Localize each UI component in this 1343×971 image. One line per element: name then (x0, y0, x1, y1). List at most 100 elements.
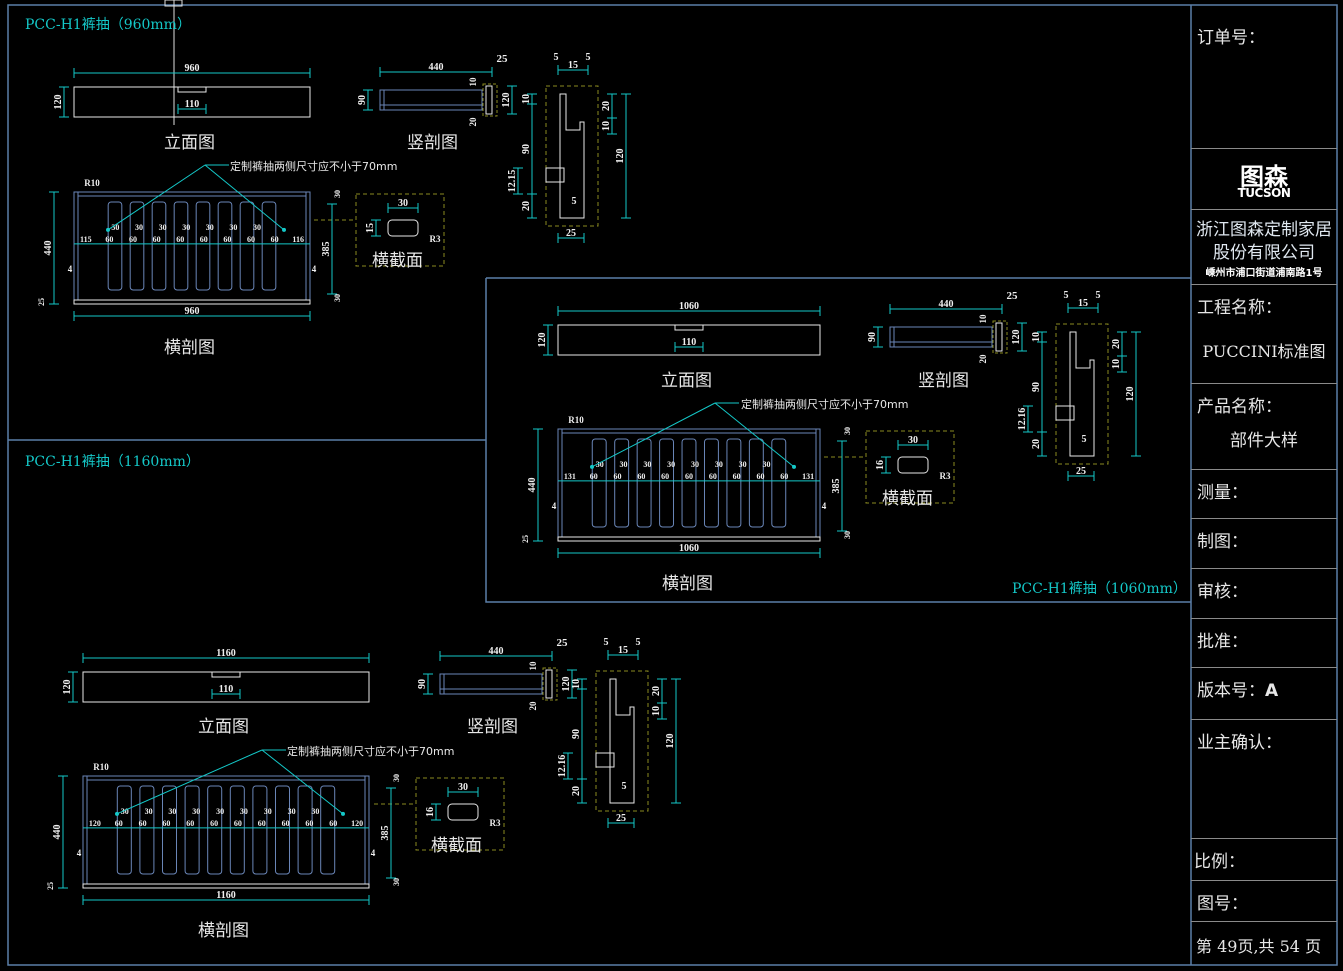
vertical-dimension: 385 (831, 440, 847, 532)
dimension-text: 4 (371, 848, 376, 858)
dimension-text: 10 (468, 77, 478, 87)
dimension-text: 30 (311, 807, 319, 816)
dimension-text: 60 (756, 472, 764, 481)
dimension-text: 90 (417, 679, 428, 689)
divider-slot (261, 201, 277, 291)
drawer-base (73, 299, 311, 305)
horizontal-dimension: 30 (447, 782, 479, 797)
dimension-text: 30 (691, 460, 699, 469)
page-info-cell: 第 49页,共 54 页 (1191, 921, 1337, 965)
dimension-text: 16 (875, 460, 886, 470)
dimension-text: 5 (554, 52, 559, 63)
horizontal-dimension: 110 (211, 684, 241, 699)
horizontal-dimension: 15 (557, 60, 589, 75)
dimension-text: 90 (571, 729, 582, 739)
dimension-text: 960 (185, 63, 200, 74)
owner-confirm-cell: 业主确认： (1191, 719, 1337, 838)
drawing-title-1160: PCC-H1裤抽（1160mm） (25, 454, 200, 470)
dimension-text: 20 (468, 117, 478, 127)
dimension-text: 5 (636, 637, 641, 648)
drawer-base (557, 536, 821, 542)
profile-shape (1069, 331, 1095, 457)
dimension-text: 440 (489, 646, 504, 657)
review-cell: 审核： (1191, 568, 1337, 618)
divider-slot (659, 438, 675, 528)
divider-slot (161, 785, 178, 875)
drawer-base (82, 883, 370, 889)
note-leader (591, 402, 716, 468)
dimension-text: 12.16 (1017, 408, 1028, 431)
divider-slot (636, 438, 652, 528)
leader-dot (282, 227, 286, 232)
vertical-dimension: 120 (615, 93, 631, 219)
dimension-text: R10 (84, 178, 100, 188)
dimension-text: R3 (490, 818, 501, 828)
vertical-dimension: 90 (417, 673, 433, 695)
dimension-text: R10 (568, 415, 584, 425)
dimension-text: 120 (561, 677, 572, 692)
vertical-dimension: 120 (537, 324, 553, 356)
horizontal-dimension: 25 (557, 228, 585, 243)
vertical-dimension: 10 (521, 93, 537, 105)
dimension-text: 120 (537, 333, 548, 348)
front-profile (995, 322, 1003, 352)
dimension-text: 30 (762, 460, 770, 469)
project-name-value: PUCCINI标准图 (1202, 342, 1326, 361)
dimension-text: 20 (978, 354, 988, 364)
dimension-text: 60 (153, 235, 161, 244)
dimension-text: 30 (182, 223, 190, 232)
horizontal-dimension: 25 (607, 813, 635, 828)
front-profile (545, 669, 553, 699)
dimension-text: 30 (392, 878, 401, 886)
dimension-text: 30 (667, 460, 675, 469)
cross-section-shape (387, 219, 419, 237)
vertical-dimension: 10 (601, 117, 617, 135)
leader-dot (590, 464, 594, 469)
front-profile-hidden (992, 320, 1008, 354)
project-name-label: 工程名称： (1197, 298, 1282, 318)
drafter-cell: 制图： (1191, 518, 1337, 568)
divider-slot (195, 201, 211, 291)
dimension-text: 25 (497, 53, 509, 65)
dimension-text: 5 (586, 52, 591, 63)
dimension-text: 30 (288, 807, 296, 816)
horizontal-section-label: 横剖图 (662, 574, 713, 594)
survey-label: 测量： (1197, 483, 1248, 503)
dimension-text: 30 (192, 807, 200, 816)
vertical-dimension: 440 (52, 775, 68, 889)
dimension-text: 25 (1007, 290, 1019, 302)
divider-slot (771, 438, 787, 528)
company-name-line2: 股份有限公司 (1213, 243, 1315, 263)
dimension-text: 131 (802, 472, 814, 481)
horizontal-dimension: 1160 (82, 890, 370, 905)
drawing-frame (7, 4, 1338, 966)
vertical-dimension: 120 (1011, 322, 1027, 352)
approve-cell: 批准： (1191, 618, 1337, 667)
dimension-text: 120 (1125, 387, 1136, 402)
survey-cell: 测量： (1191, 469, 1337, 518)
dimension-text: 30 (739, 460, 747, 469)
side-panel (439, 673, 543, 695)
leader-dot (341, 811, 345, 816)
vertical-dimension: 20 (521, 193, 537, 219)
vertical-section-label: 竖剖图 (467, 717, 518, 737)
dimension-text: 5 (1082, 434, 1087, 445)
divider-slot (748, 438, 764, 528)
profile-hidden-frame (545, 85, 599, 227)
dimension-text: 440 (429, 62, 444, 73)
cross-section-label: 横截面 (372, 251, 423, 271)
vertical-dimension: 90 (521, 103, 537, 195)
dimension-text: 440 (527, 478, 538, 493)
dimension-text: 5 (1096, 290, 1101, 301)
dimension-text: 10 (571, 679, 582, 689)
dimension-text: 120 (1011, 330, 1022, 345)
dimension-text: 120 (62, 680, 73, 695)
dimension-text: 60 (305, 819, 313, 828)
